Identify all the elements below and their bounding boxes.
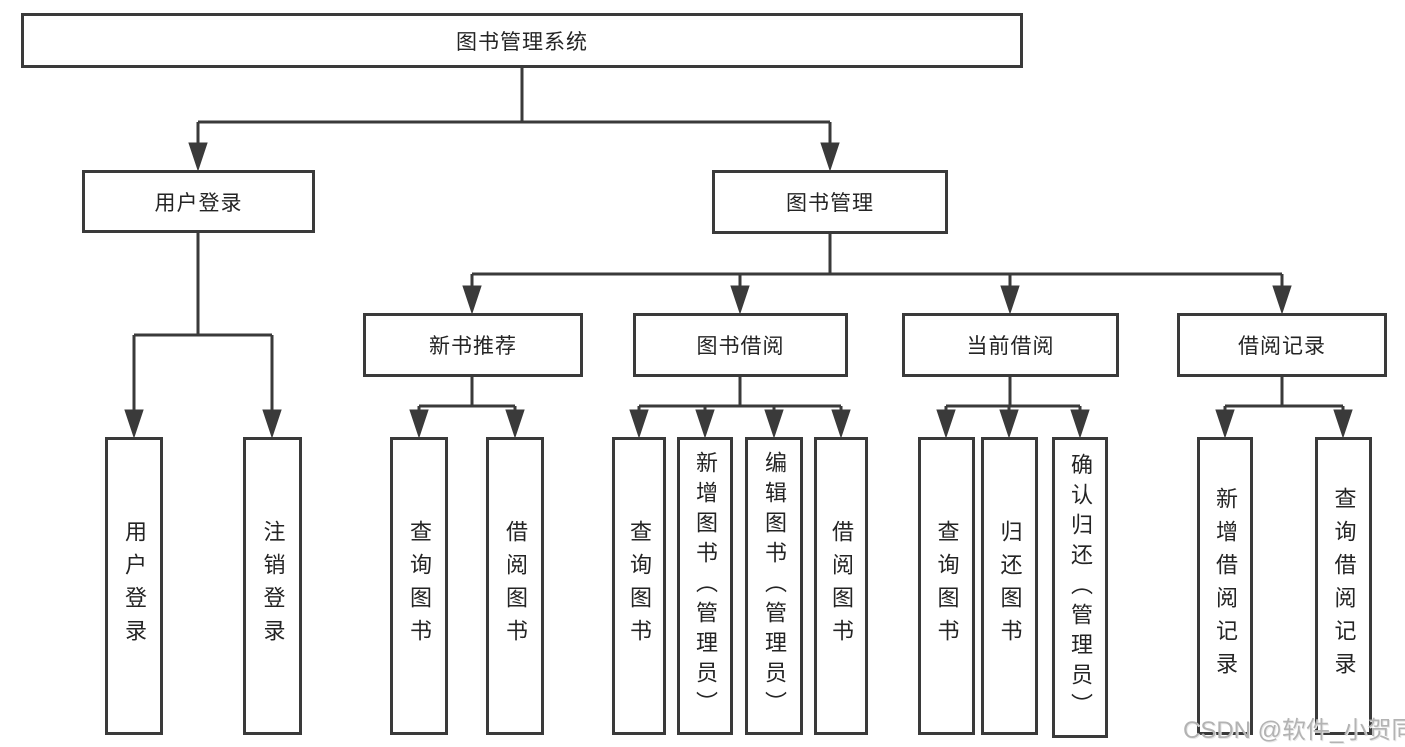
node-label: 用户登录 — [122, 520, 147, 652]
leaf-confirm-return-admin: 确认归还（管理员） — [1052, 437, 1108, 738]
node-label: 图书管理 — [786, 192, 874, 215]
leaf-add-book-admin: 新增图书（管理员） — [677, 437, 733, 735]
node-label: 新书推荐 — [429, 335, 517, 358]
node-book-management: 图书管理 — [712, 170, 948, 234]
node-label: 归还图书 — [997, 520, 1023, 652]
leaf-add-borrow-record: 新增借阅记录 — [1197, 437, 1253, 735]
leaf-borrow-books: 借阅图书 — [814, 437, 868, 735]
node-new-book-recommend: 新书推荐 — [363, 313, 583, 377]
watermark: CSDN @软件_小贺同学 — [1183, 717, 1405, 744]
node-root: 图书管理系统 — [21, 13, 1023, 68]
node-label: 注销登录 — [260, 520, 286, 652]
node-label: 当前借阅 — [966, 335, 1055, 358]
leaf-query-borrow-record: 查询借阅记录 — [1315, 437, 1372, 735]
node-label: 用户登录 — [154, 191, 243, 215]
connector-book-management-to-level2 — [462, 234, 1292, 315]
connector-root-to-level1 — [188, 68, 840, 172]
leaf-return-book: 归还图书 — [981, 437, 1038, 735]
leaf-user-login: 用户登录 — [105, 437, 163, 735]
node-label: 确认归还（管理员） — [1068, 452, 1093, 723]
leaf-query-books-current: 查询图书 — [918, 437, 975, 735]
connector-current-borrow-to-leaves — [936, 377, 1090, 439]
node-label: 新增图书（管理员） — [693, 451, 718, 721]
node-label: 借阅图书 — [829, 520, 854, 652]
node-label: 新增借阅记录 — [1213, 487, 1238, 685]
node-label: 借阅图书 — [503, 520, 528, 652]
node-label: 查询图书 — [407, 520, 432, 652]
leaf-borrow-books-recommend: 借阅图书 — [486, 437, 544, 735]
leaf-edit-book-admin: 编辑图书（管理员） — [745, 437, 803, 735]
node-label: 查询图书 — [627, 520, 652, 652]
node-borrow-records: 借阅记录 — [1177, 313, 1387, 377]
node-label: 编辑图书（管理员） — [762, 451, 787, 721]
leaf-query-books-borrow: 查询图书 — [612, 437, 666, 735]
node-user-login: 用户登录 — [82, 170, 315, 233]
leaf-logout: 注销登录 — [243, 437, 302, 735]
node-label: 查询图书 — [934, 520, 960, 652]
connector-new-books-to-leaves — [409, 377, 525, 439]
connector-borrow-records-to-leaves — [1215, 377, 1353, 439]
node-label: 图书借阅 — [696, 335, 785, 358]
leaf-query-books-recommend: 查询图书 — [390, 437, 448, 735]
connector-book-borrow-to-leaves — [629, 377, 851, 439]
node-current-borrow: 当前借阅 — [902, 313, 1119, 377]
node-label: 借阅记录 — [1238, 335, 1326, 358]
connector-user-login-to-leaves — [124, 233, 282, 439]
node-label: 查询借阅记录 — [1331, 487, 1357, 685]
node-book-borrow: 图书借阅 — [633, 313, 848, 377]
node-label: 图书管理系统 — [456, 30, 588, 54]
